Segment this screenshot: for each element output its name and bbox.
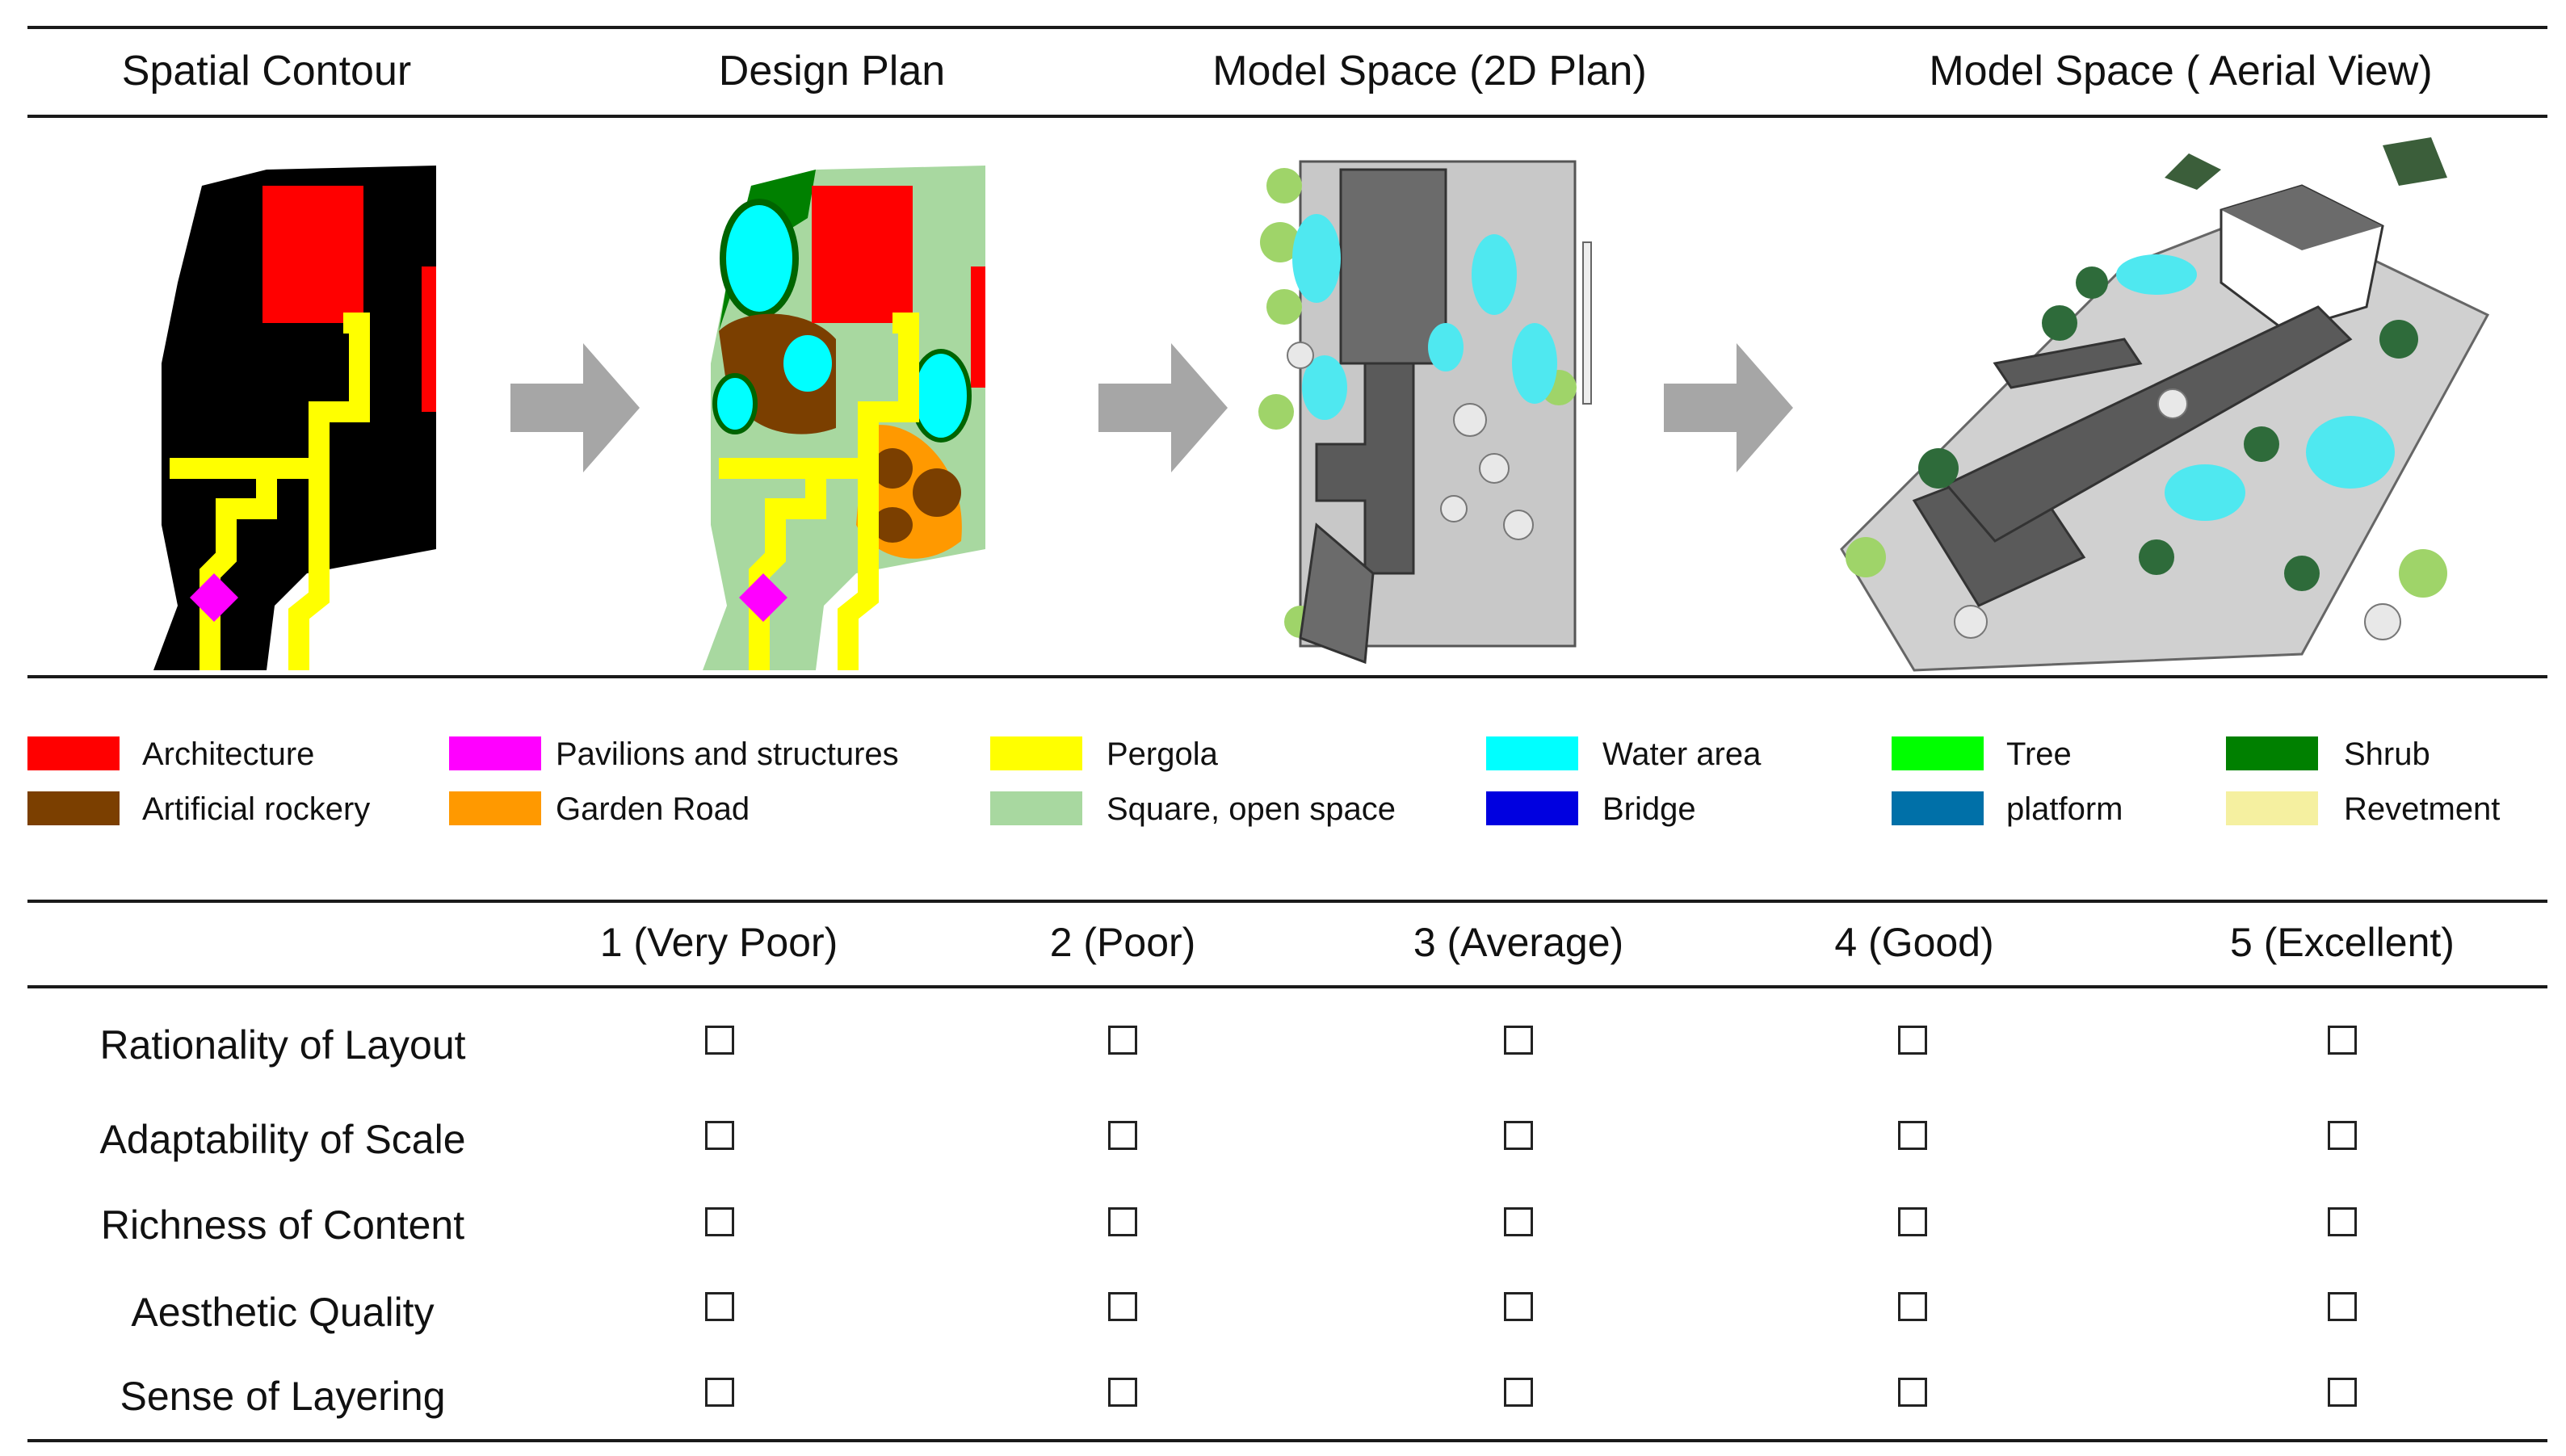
legend-swatch-platform xyxy=(1892,791,1984,825)
row-label-adaptability: Adaptability of Scale xyxy=(99,1117,466,1162)
design-plan-image xyxy=(695,121,1002,678)
checkbox-richness-1[interactable] xyxy=(705,1207,734,1236)
rating-col-2: 2 (Poor) xyxy=(1049,920,1196,965)
legend-label-tree: Tree xyxy=(2006,736,2072,772)
checkbox-layering-5[interactable] xyxy=(2328,1378,2357,1407)
checkbox-layering-1[interactable] xyxy=(705,1378,734,1407)
legend-label-pergola: Pergola xyxy=(1107,736,1218,772)
header-rule xyxy=(27,115,2547,118)
header-design-plan: Design Plan xyxy=(718,48,946,94)
arrow-right-icon xyxy=(1664,343,1793,472)
checkbox-aesthetic-2[interactable] xyxy=(1108,1292,1137,1321)
legend-swatch-square-open-space xyxy=(990,791,1082,825)
legend-swatch-shrub xyxy=(2226,736,2318,770)
legend-swatch-revetment xyxy=(2226,791,2318,825)
checkbox-layering-4[interactable] xyxy=(1898,1378,1927,1407)
checkbox-adaptability-5[interactable] xyxy=(2328,1121,2357,1150)
rating-col-1: 1 (Very Poor) xyxy=(599,920,838,965)
legend-label-pavilions: Pavilions and structures xyxy=(556,736,899,772)
checkbox-richness-5[interactable] xyxy=(2328,1207,2357,1236)
legend-swatch-tree xyxy=(1892,736,1984,770)
checkbox-rationality-5[interactable] xyxy=(2328,1026,2357,1055)
checkbox-rationality-3[interactable] xyxy=(1504,1026,1533,1055)
checkbox-richness-2[interactable] xyxy=(1108,1207,1137,1236)
header-model-aerial: Model Space ( Aerial View) xyxy=(1929,48,2433,94)
checkbox-aesthetic-1[interactable] xyxy=(705,1292,734,1321)
checkbox-adaptability-4[interactable] xyxy=(1898,1121,1927,1150)
row-label-aesthetic: Aesthetic Quality xyxy=(131,1290,435,1335)
row-label-richness: Richness of Content xyxy=(100,1202,465,1248)
checkbox-richness-4[interactable] xyxy=(1898,1207,1927,1236)
legend-label-shrub: Shrub xyxy=(2344,736,2430,772)
checkbox-aesthetic-5[interactable] xyxy=(2328,1292,2357,1321)
legend-label-revetment: Revetment xyxy=(2344,791,2501,827)
legend-label-bridge: Bridge xyxy=(1602,791,1696,827)
arrow-right-icon xyxy=(1098,343,1228,472)
model-2d-plan-image xyxy=(1252,121,1599,678)
images-bottom-rule xyxy=(27,675,2547,678)
rating-col-4: 4 (Good) xyxy=(1834,920,1994,965)
legend-swatch-bridge xyxy=(1486,791,1578,825)
checkbox-rationality-4[interactable] xyxy=(1898,1026,1927,1055)
checkbox-adaptability-1[interactable] xyxy=(705,1121,734,1150)
legend-swatch-pergola xyxy=(990,736,1082,770)
legend-swatch-artificial-rockery xyxy=(27,791,120,825)
top-rule xyxy=(27,26,2547,29)
row-label-rationality: Rationality of Layout xyxy=(99,1022,466,1068)
header-model-2d: Model Space (2D Plan) xyxy=(1212,48,1647,94)
legend-label-architecture: Architecture xyxy=(142,736,315,772)
table-bottom-rule xyxy=(27,1439,2547,1442)
legend-label-water-area: Water area xyxy=(1602,736,1762,772)
legend-label-artificial-rockery: Artificial rockery xyxy=(142,791,371,827)
checkbox-layering-3[interactable] xyxy=(1504,1378,1533,1407)
legend-swatch-pavilions xyxy=(449,736,541,770)
row-label-layering: Sense of Layering xyxy=(120,1374,446,1419)
checkbox-richness-3[interactable] xyxy=(1504,1207,1533,1236)
legend-swatch-architecture xyxy=(27,736,120,770)
arrow-right-icon xyxy=(510,343,640,472)
header-spatial-contour: Spatial Contour xyxy=(121,48,412,94)
table-top-rule xyxy=(27,900,2547,903)
legend-swatch-garden-road xyxy=(449,791,541,825)
checkbox-aesthetic-3[interactable] xyxy=(1504,1292,1533,1321)
legend-label-square-open-space: Square, open space xyxy=(1107,791,1396,827)
rating-col-3: 3 (Average) xyxy=(1413,920,1624,965)
checkbox-adaptability-2[interactable] xyxy=(1108,1121,1137,1150)
checkbox-adaptability-3[interactable] xyxy=(1504,1121,1533,1150)
checkbox-rationality-2[interactable] xyxy=(1108,1026,1137,1055)
checkbox-aesthetic-4[interactable] xyxy=(1898,1292,1927,1321)
spatial-contour-image xyxy=(145,121,452,678)
rating-col-5: 5 (Excellent) xyxy=(2230,920,2455,965)
legend-label-platform: platform xyxy=(2006,791,2123,827)
legend-swatch-water-area xyxy=(1486,736,1578,770)
checkbox-layering-2[interactable] xyxy=(1108,1378,1137,1407)
table-header-rule xyxy=(27,985,2547,988)
legend-label-garden-road: Garden Road xyxy=(556,791,750,827)
model-aerial-view-image xyxy=(1817,121,2504,678)
checkbox-rationality-1[interactable] xyxy=(705,1026,734,1055)
